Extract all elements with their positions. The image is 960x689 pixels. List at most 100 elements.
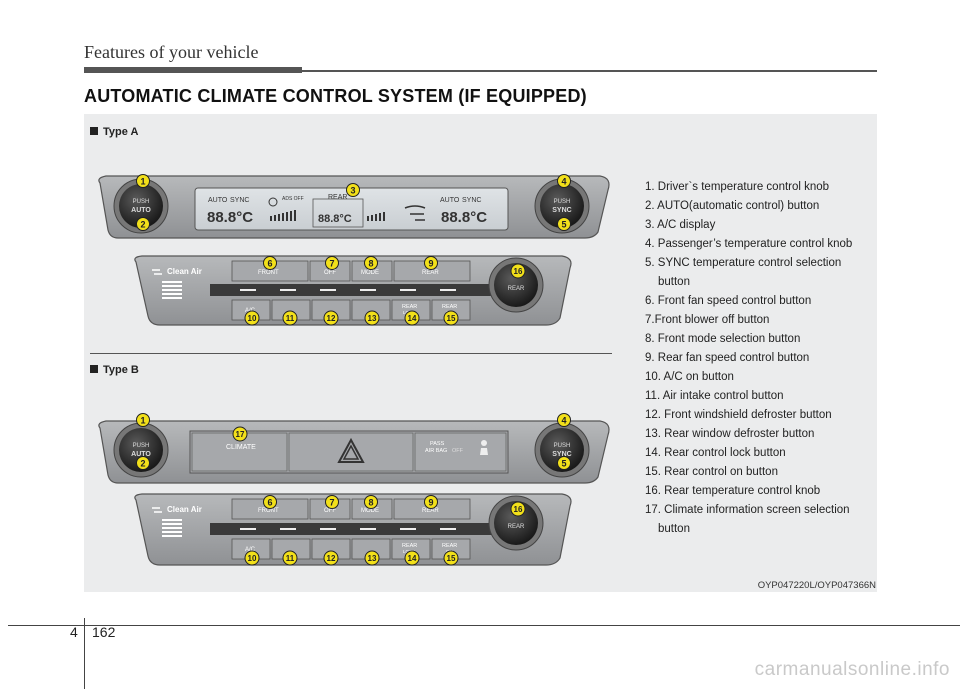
display-sync-left: SYNC [230, 197, 249, 204]
passenger-temp-knob[interactable] [540, 184, 584, 228]
driver-temp-knob[interactable] [119, 428, 163, 472]
clean-air-icon [152, 269, 162, 275]
rear-knob-label: REAR [508, 524, 525, 530]
legend-item: 9. Rear fan speed control button [645, 352, 810, 364]
svg-text:9: 9 [428, 498, 433, 508]
display-temp-left: 88.8°C [207, 209, 253, 226]
display-ads-off: ADS OFF [282, 196, 304, 202]
clean-air-label: Clean Air [167, 267, 202, 276]
pass-label: PASS [430, 441, 445, 447]
square-bullet-icon [90, 127, 98, 135]
callout-14a: 14 [404, 310, 420, 326]
clean-air-icon [152, 507, 162, 513]
air-bag-label: AIR BAG [425, 448, 447, 454]
legend-list: 1. Driver`s temperature control knob 2. … [645, 178, 875, 539]
svg-text:12: 12 [327, 554, 336, 563]
legend-item: 15. Rear control on button [645, 466, 778, 478]
legend-item: 4. Passenger’s temperature control knob [645, 238, 853, 250]
airbag-off-label: OFF [452, 448, 464, 454]
callout-10a: 10 [244, 310, 260, 326]
svg-text:1: 1 [140, 416, 145, 426]
callout-2a: 2 [136, 217, 150, 231]
section-title: AUTOMATIC CLIMATE CONTROL SYSTEM (IF EQU… [84, 86, 587, 106]
type-a-upper-panel: AUTO SYNC ADS OFF REAR AUTO SYNC 88.8°C … [98, 175, 610, 239]
type-a-label: Type A [90, 126, 138, 138]
header-rule [84, 70, 877, 72]
legend-item: 8. Front mode selection button [645, 333, 801, 345]
rear-temp-knob[interactable] [494, 501, 538, 545]
knob-push-text: PUSH [554, 199, 571, 205]
svg-text:13: 13 [368, 554, 377, 563]
svg-text:13: 13 [368, 314, 377, 323]
passenger-airbag-indicator [414, 432, 507, 472]
svg-text:16: 16 [514, 505, 523, 514]
legend-item: 16. Rear temperature control knob [645, 485, 821, 497]
callout-11b: 11 [282, 550, 298, 566]
vent-slots [162, 281, 182, 299]
type-b-upper-panel: CLIMATE PASS AIR BAG OFF PUSH AUTO PUSH … [98, 420, 610, 484]
callout-12b: 12 [323, 550, 339, 566]
legend-item: 2. AUTO(automatic control) button [645, 200, 820, 212]
rear-on-label: REAR [442, 304, 457, 310]
display-temp-mid: 88.8°C [318, 213, 352, 225]
passenger-temp-knob[interactable] [540, 428, 584, 472]
svg-text:11: 11 [286, 314, 295, 323]
footer-divider [84, 618, 85, 689]
rear-knob-label: REAR [508, 286, 525, 292]
callout-12a: 12 [323, 310, 339, 326]
svg-text:6: 6 [267, 259, 272, 269]
legend-item: 12. Front windshield defroster button [645, 409, 832, 421]
image-code: OYP047220L/OYP047366N [757, 580, 876, 591]
callout-11a: 11 [282, 310, 298, 326]
chapter-number: 4 [70, 624, 78, 640]
callout-7a: 7 [325, 256, 339, 270]
type-b-text: Type B [103, 364, 139, 376]
airflow-icon [404, 205, 426, 221]
svg-text:1: 1 [140, 177, 145, 187]
svg-text:3: 3 [350, 186, 355, 196]
legend-item: 5. SYNC temperature control selection bu… [645, 257, 842, 288]
display-auto-left: AUTO [208, 197, 228, 204]
fan-level-bars-right [367, 212, 385, 221]
callout-15b: 15 [443, 550, 459, 566]
callout-badges: 1 2 3 4 5 6 7 8 9 10 11 12 13 14 15 16 1… [136, 174, 571, 566]
callout-16b: 16 [510, 501, 526, 517]
callout-7b: 7 [325, 495, 339, 509]
svg-text:9: 9 [428, 259, 433, 269]
callout-8a: 8 [364, 256, 378, 270]
callout-9b: 9 [424, 495, 438, 509]
callout-1a: 1 [136, 174, 150, 188]
legend-item: 11. Air intake control button [645, 390, 784, 402]
off-label: OFF [324, 270, 336, 276]
legend-item: 6. Front fan speed control button [645, 295, 812, 307]
rear-on-label: REAR [442, 543, 457, 549]
svg-text:6: 6 [267, 498, 272, 508]
legend-item: 14. Rear control lock button [645, 447, 786, 459]
rear-fan-label: REAR [422, 270, 439, 276]
sync-button-text: SYNC [552, 207, 571, 214]
knob-push-text: PUSH [554, 443, 571, 449]
climate-label: CLIMATE [226, 444, 256, 451]
svg-text:15: 15 [447, 554, 456, 563]
mode-label: MODE [361, 508, 379, 514]
clean-air-label: Clean Air [167, 505, 202, 514]
svg-text:7: 7 [329, 259, 334, 269]
knob-push-text: PUSH [133, 443, 150, 449]
svg-text:8: 8 [368, 498, 373, 508]
display-sync-right: SYNC [462, 197, 481, 204]
driver-temp-knob[interactable] [119, 184, 163, 228]
grille-dashes [240, 289, 456, 291]
svg-text:2: 2 [140, 220, 145, 230]
front-fan-label: FRONT [258, 508, 279, 514]
footer-rule [8, 625, 960, 626]
rear-temp-knob[interactable] [494, 263, 538, 307]
svg-text:15: 15 [447, 314, 456, 323]
rear-lock-label: REAR [402, 304, 417, 310]
callout-8b: 8 [364, 495, 378, 509]
rear-fan-label: REAR [422, 508, 439, 514]
callout-9a: 9 [424, 256, 438, 270]
svg-text:5: 5 [561, 220, 566, 230]
type-b-label: Type B [90, 364, 139, 376]
callout-2b: 2 [136, 456, 150, 470]
svg-text:14: 14 [408, 314, 417, 323]
